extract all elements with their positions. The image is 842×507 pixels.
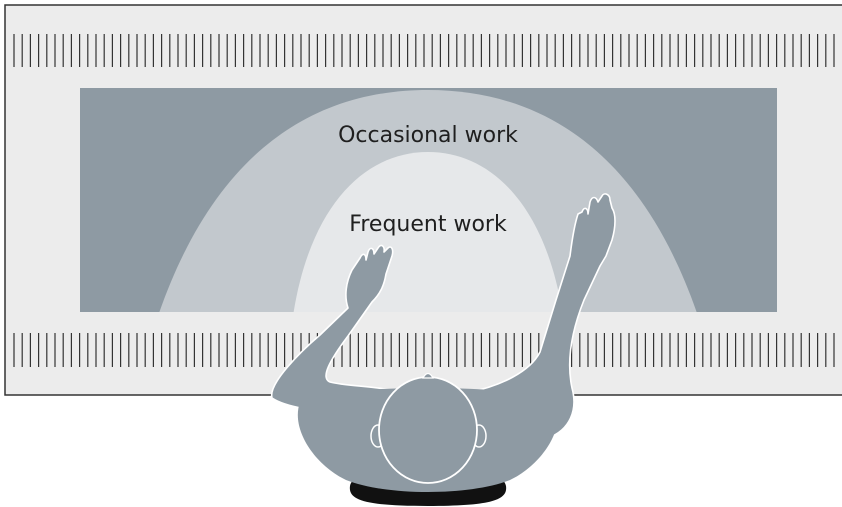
frequent-work-label: Frequent work	[349, 212, 507, 237]
left-arm	[271, 244, 394, 419]
person-top-view	[271, 193, 616, 506]
nose	[421, 372, 435, 379]
ruler-ticks-top	[13, 34, 835, 67]
right-arm	[469, 193, 616, 445]
occasional-work-label: Occasional work	[338, 123, 518, 148]
head	[378, 376, 478, 484]
ruler-ticks-bottom	[13, 333, 835, 367]
